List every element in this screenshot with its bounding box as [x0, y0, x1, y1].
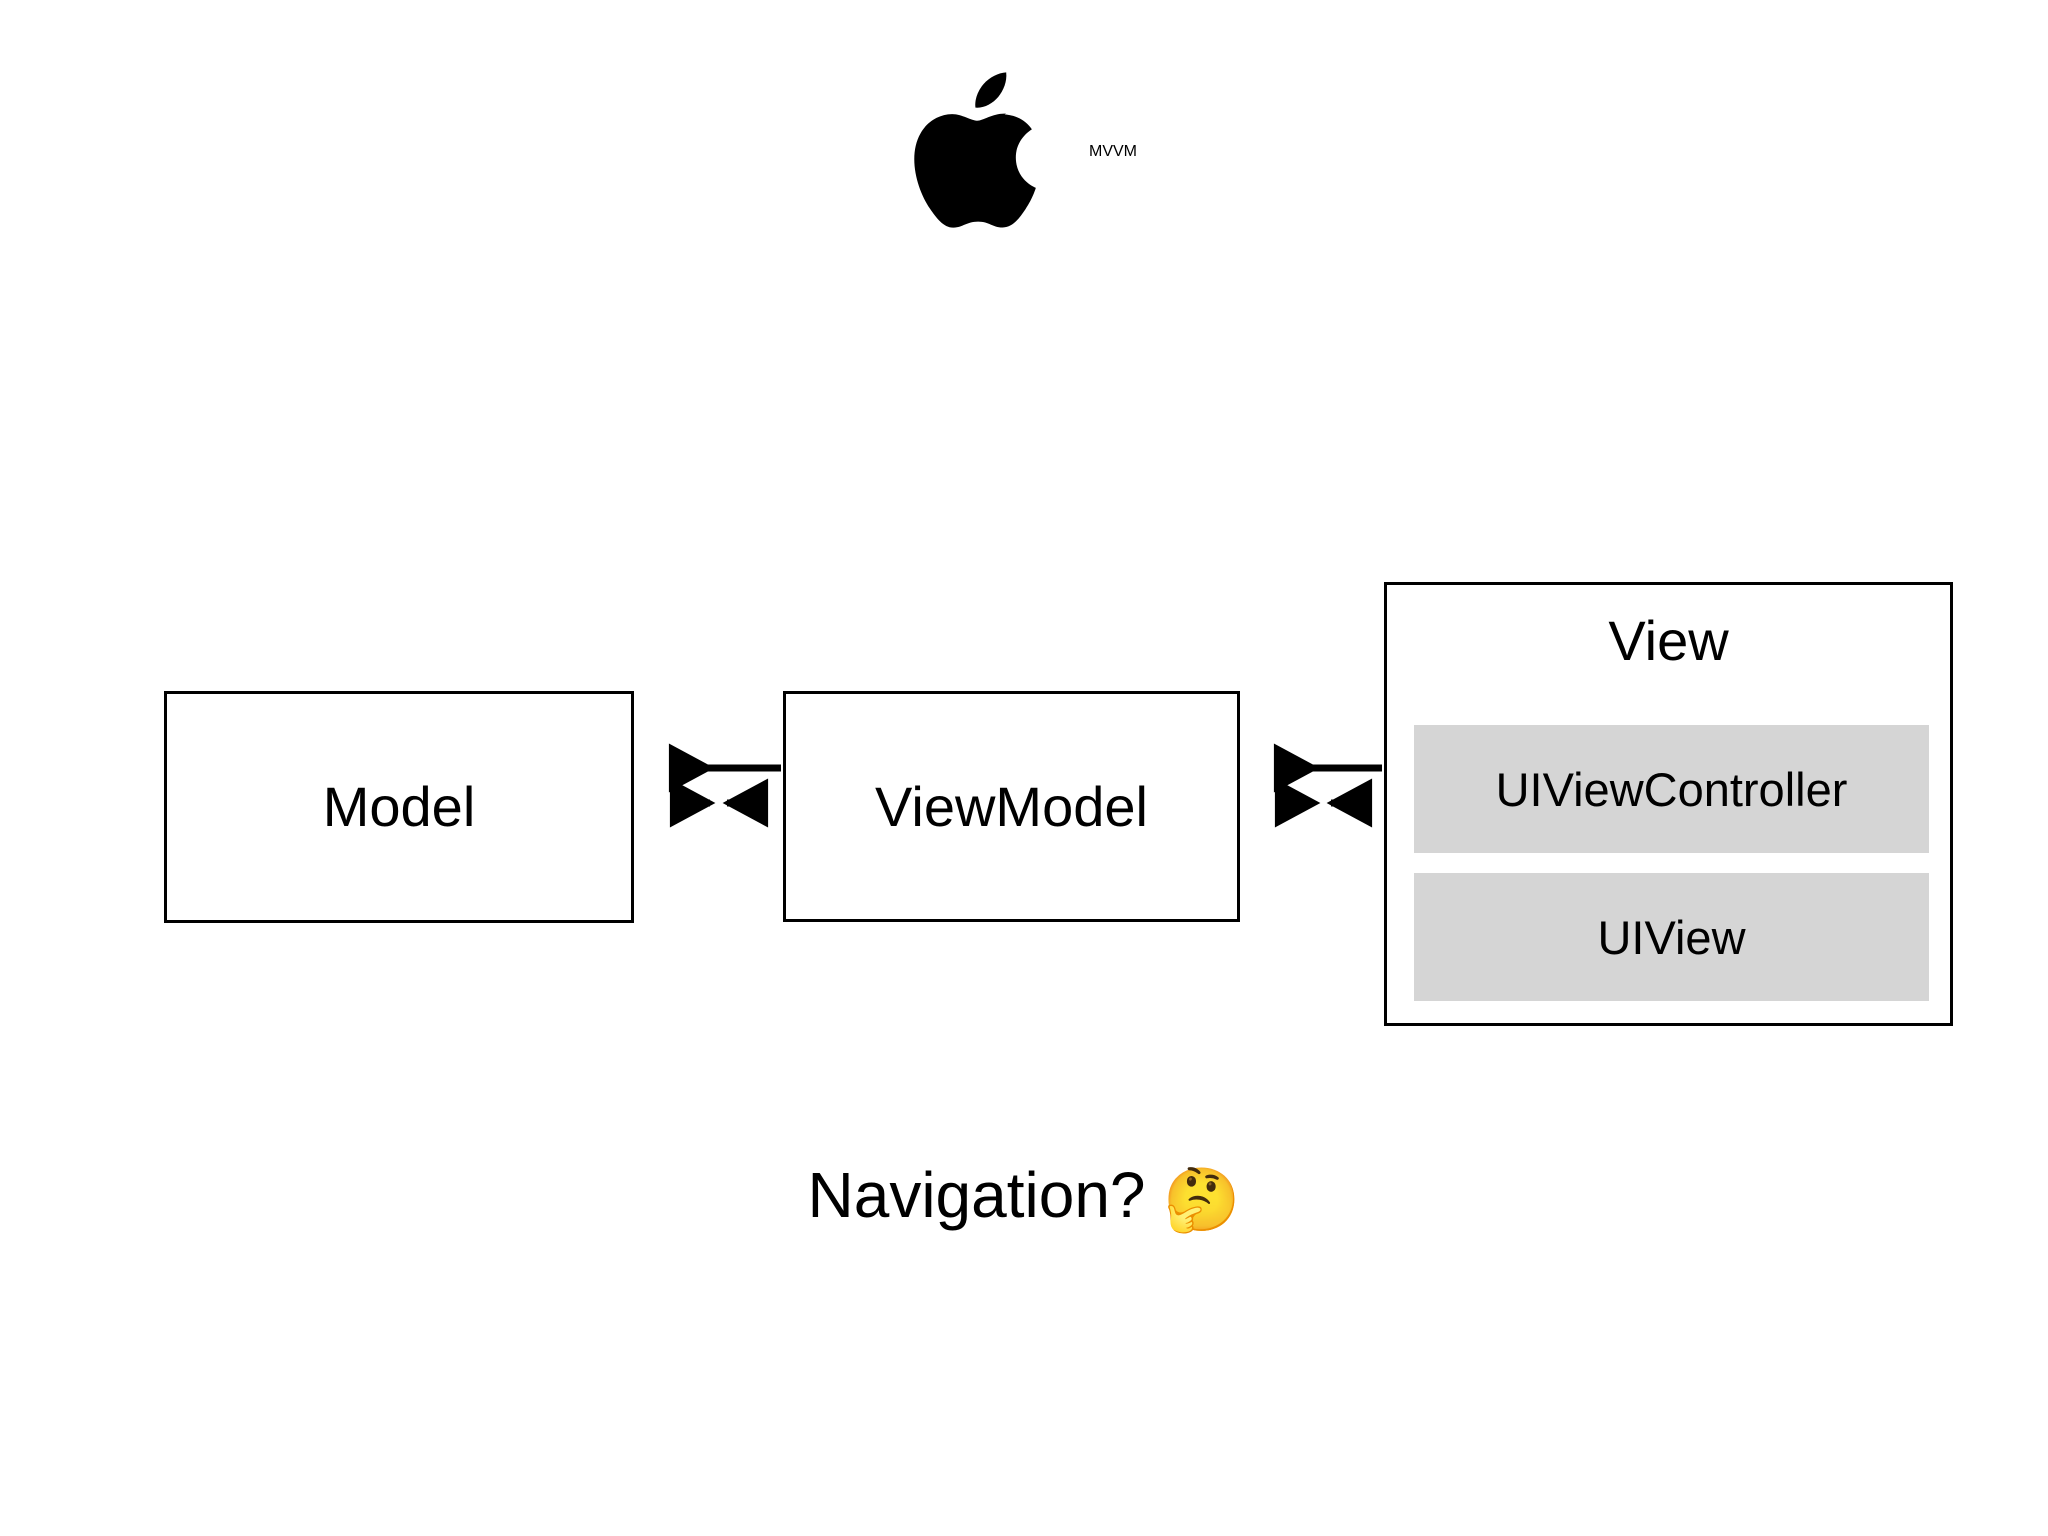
- node-viewmodel[interactable]: ViewModel: [783, 691, 1240, 922]
- page-title: MVVM: [1089, 143, 1137, 160]
- navigation-question: Navigation? 🤔: [0, 1155, 2048, 1240]
- apple-logo-icon: [914, 72, 1036, 228]
- slide-header: MVVM: [0, 62, 2048, 242]
- node-uiview-label: UIView: [1597, 910, 1746, 964]
- node-model[interactable]: Model: [164, 691, 634, 923]
- node-viewmodel-label: ViewModel: [875, 774, 1148, 838]
- node-uiviewcontroller-label: UIViewController: [1495, 762, 1848, 816]
- node-view[interactable]: View UIViewController UIView: [1384, 582, 1953, 1026]
- navigation-question-text: Navigation?: [807, 1159, 1146, 1231]
- node-view-label: View: [1608, 609, 1729, 672]
- node-uiviewcontroller[interactable]: UIViewController: [1414, 725, 1929, 853]
- node-model-label: Model: [322, 775, 476, 838]
- thinking-face-emoji: 🤔: [1163, 1166, 1241, 1235]
- node-uiview[interactable]: UIView: [1414, 873, 1929, 1001]
